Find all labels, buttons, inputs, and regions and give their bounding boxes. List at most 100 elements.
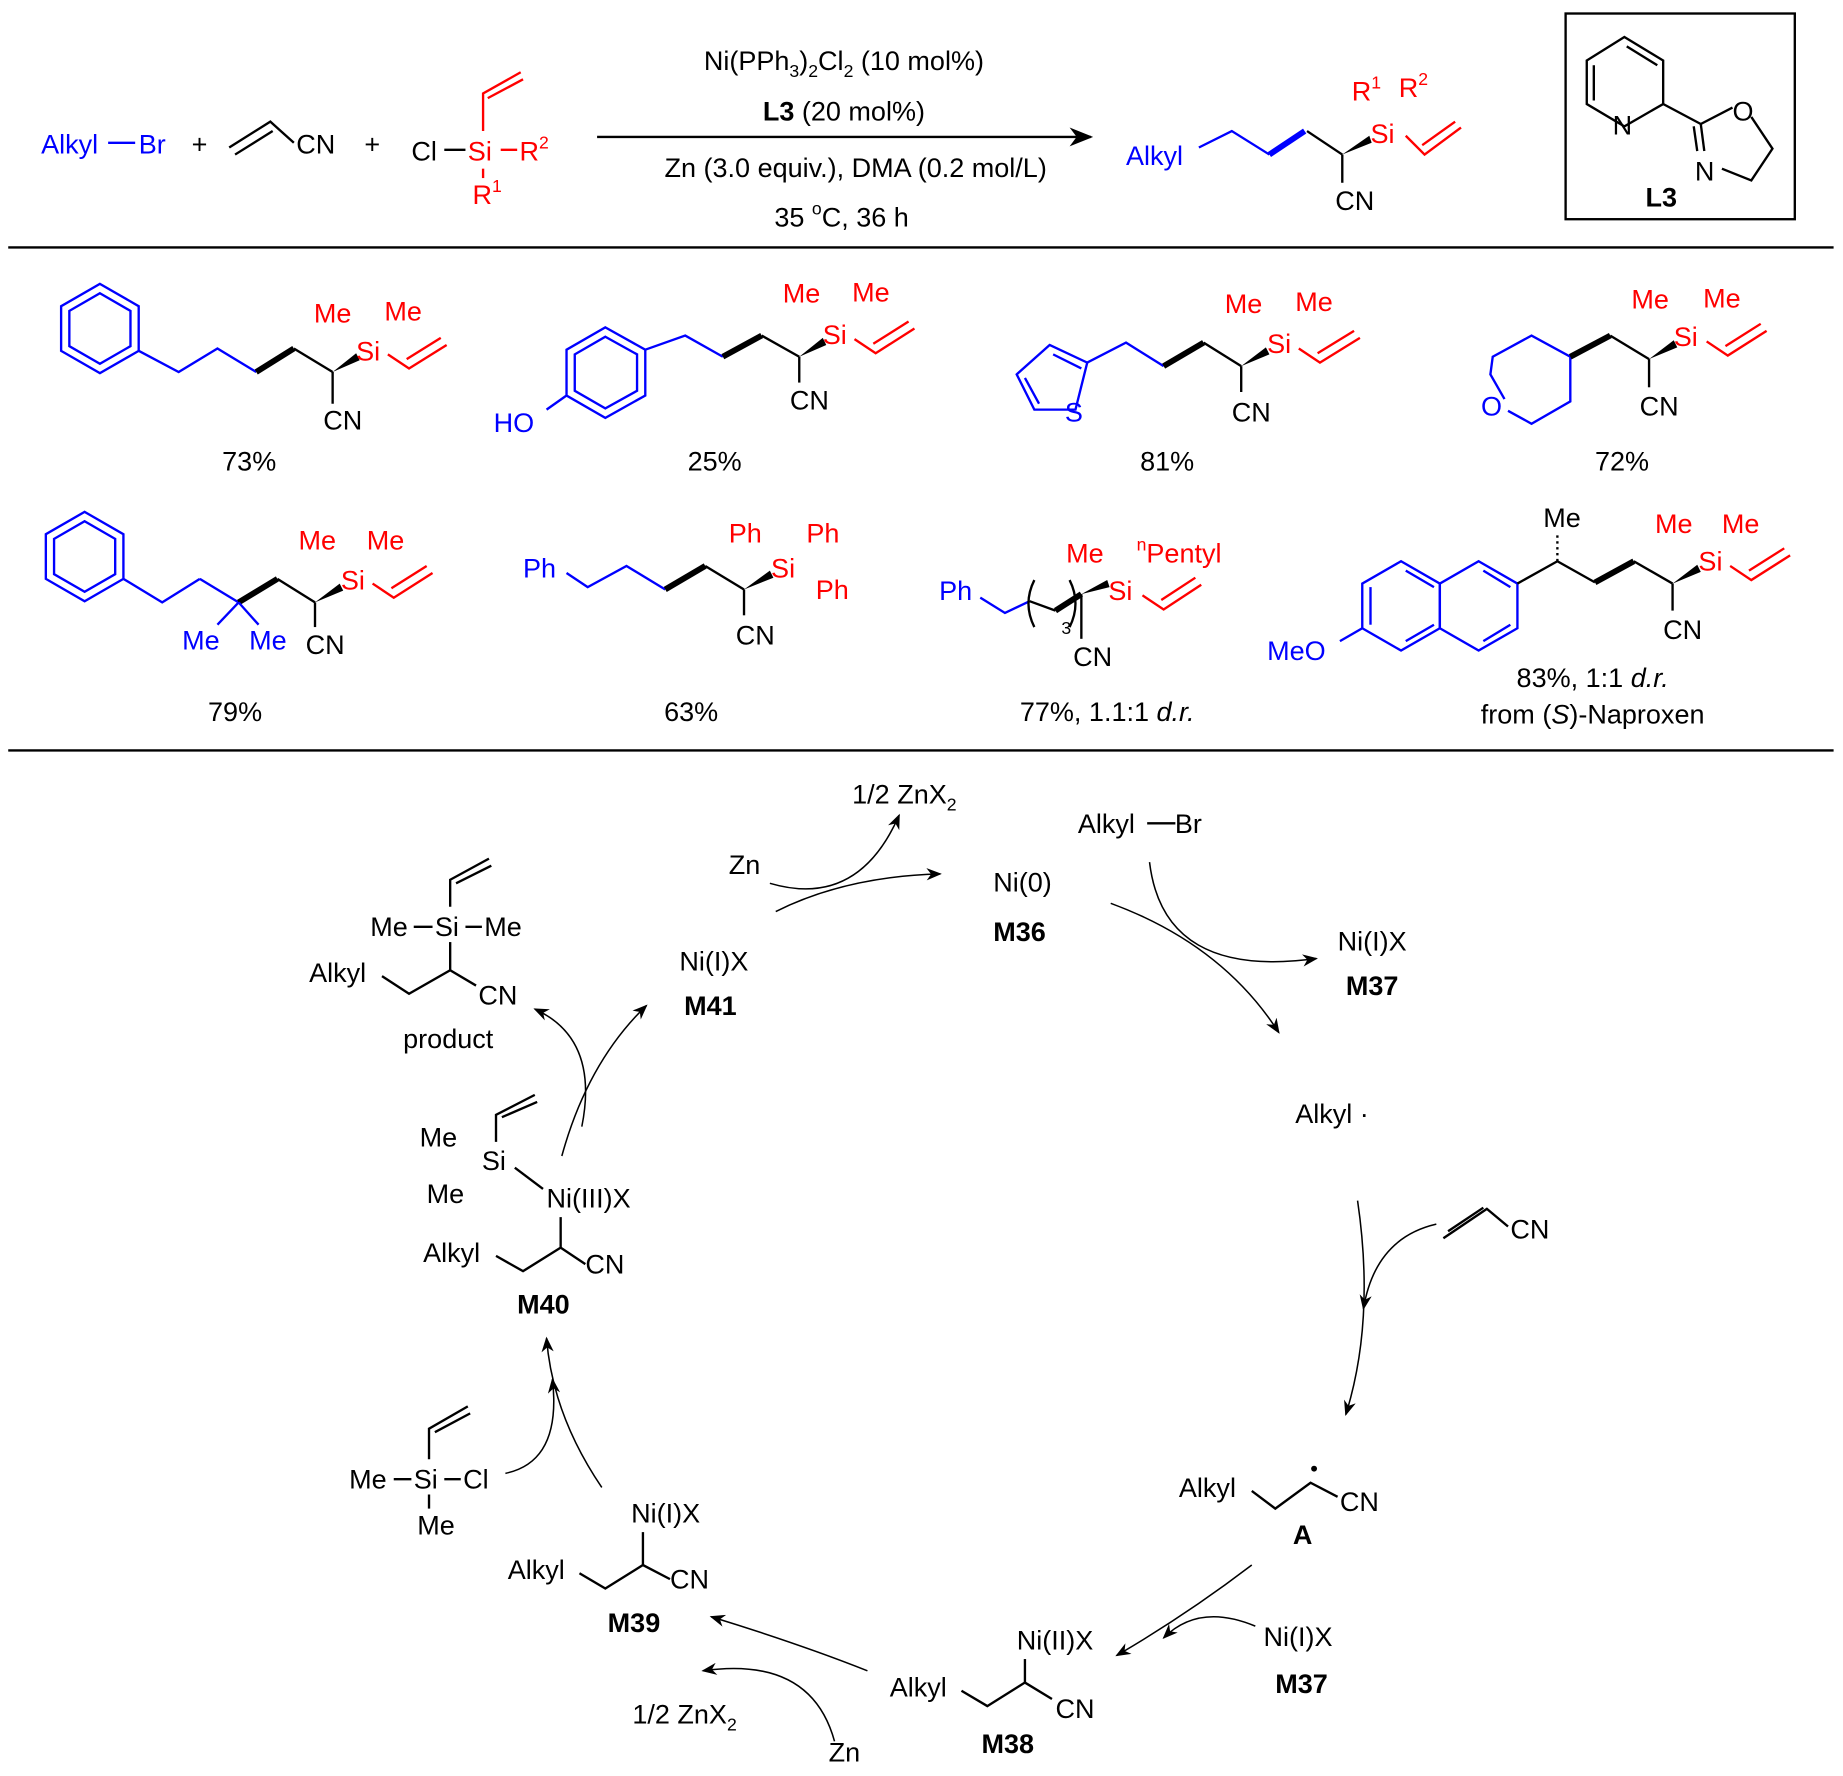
- temperature-time-text: 35 oC, 36 h: [774, 199, 908, 233]
- ligand-box: N O N L3: [1564, 12, 1796, 221]
- ph-label: Ph: [729, 518, 762, 548]
- cn-label: CN: [670, 1565, 709, 1595]
- cn-label: CN: [790, 386, 829, 416]
- n-label: N: [1695, 156, 1715, 186]
- meo-label: MeO: [1267, 636, 1326, 666]
- si-label: Si: [356, 336, 380, 366]
- cn-label: CN: [296, 129, 335, 159]
- me-label: Me: [249, 625, 287, 655]
- product-7: Ph 3 CN Si Me nPentyl 77%, 1.1:1 d.r.: [939, 535, 1221, 727]
- yield-label: 79%: [208, 697, 262, 727]
- product-1: CN Si Me Me 73%: [59, 282, 448, 477]
- znx2-byproduct: 1/2 ZnX2: [852, 779, 956, 814]
- me-label: Me: [1631, 285, 1669, 315]
- reactant-alkyl-bromide: Alkyl Br: [41, 129, 166, 159]
- product-6: Ph CN Si Ph Ph Ph 63%: [523, 518, 849, 727]
- subscript-3: 3: [1061, 618, 1071, 638]
- product-5: Me Me CN Si Me Me 79%: [44, 510, 434, 727]
- alkyl-label: Alkyl: [309, 958, 366, 988]
- reactant-chlorosilane: Cl Si R2 R1: [411, 71, 549, 210]
- si-label: Si: [435, 912, 459, 942]
- me-label: Me: [420, 1123, 458, 1153]
- cl-label: Cl: [463, 1465, 489, 1495]
- ligand-text: L3 (20 mol%): [763, 96, 925, 126]
- plus-sign: +: [364, 129, 380, 159]
- o-label: O: [1481, 391, 1502, 421]
- me-label: Me: [427, 1179, 465, 1209]
- ni0-species: Ni(0): [993, 868, 1052, 898]
- alkyl-label: Alkyl: [1179, 1473, 1236, 1503]
- ph-label: Ph: [806, 518, 839, 548]
- alkyl-label: Alkyl: [423, 1238, 480, 1268]
- si-label: Si: [468, 136, 492, 166]
- nii-species: Ni(I)X: [1338, 926, 1407, 956]
- cn-label: CN: [306, 630, 345, 660]
- me-label: Me: [1066, 538, 1104, 568]
- pentyl-label: nPentyl: [1137, 535, 1222, 569]
- me-label: Me: [484, 912, 522, 942]
- m37-label: M37: [1275, 1669, 1328, 1699]
- me-label: Me: [783, 279, 821, 309]
- r1-label: R1: [1352, 73, 1381, 107]
- plus-sign: +: [192, 129, 208, 159]
- cn-label: CN: [585, 1250, 624, 1280]
- me-label: Me: [1295, 287, 1333, 317]
- nii-species: Ni(I)X: [1264, 1622, 1333, 1652]
- nii-species: Ni(I)X: [679, 946, 748, 976]
- me-label: Me: [417, 1510, 455, 1540]
- catalyst-text: Ni(PPh3)2Cl2 (10 mol%): [704, 46, 984, 81]
- m38-label: M38: [981, 1729, 1034, 1759]
- si-label: Si: [1674, 322, 1698, 352]
- ph-label: Ph: [939, 576, 972, 606]
- me-label: Me: [182, 625, 220, 655]
- alkyl-radical: Alkyl ·: [1295, 1099, 1369, 1129]
- znx2-byproduct: 1/2 ZnX2: [632, 1700, 736, 1735]
- me-label: Me: [1655, 509, 1693, 539]
- yield-label: 25%: [688, 447, 742, 477]
- m39-label: M39: [608, 1608, 661, 1638]
- intermediate-a-label: A: [1293, 1520, 1313, 1550]
- niiii-species: Ni(III)X: [547, 1184, 631, 1214]
- ph-label: Ph: [816, 575, 849, 605]
- ho-label: HO: [494, 408, 535, 438]
- reaction-conditions: Ni(PPh3)2Cl2 (10 mol%) L3 (20 mol%) Zn (…: [664, 46, 1046, 232]
- yield-label: 72%: [1595, 447, 1649, 477]
- zn-reductant: Zn: [729, 850, 761, 880]
- cl-label: Cl: [411, 136, 437, 166]
- si-label: Si: [414, 1465, 438, 1495]
- me-label: Me: [367, 525, 405, 555]
- yield-label: 77%, 1.1:1 d.r.: [1020, 697, 1195, 727]
- si-label: Si: [1370, 119, 1394, 149]
- zn-reductant: Zn: [829, 1737, 861, 1767]
- m36-label: M36: [993, 917, 1046, 947]
- cn-label: CN: [1232, 397, 1271, 427]
- me-label: Me: [1225, 289, 1263, 319]
- si-label: Si: [482, 1146, 506, 1176]
- yield-label: 73%: [222, 447, 276, 477]
- product-label: product: [403, 1024, 494, 1054]
- n-label: N: [1613, 111, 1633, 141]
- niii-species: Ni(II)X: [1017, 1626, 1094, 1656]
- reductant-solvent-text: Zn (3.0 equiv.), DMA (0.2 mol/L): [664, 153, 1046, 183]
- me-label: Me: [852, 277, 890, 307]
- si-label: Si: [823, 320, 847, 350]
- product-8: MeO Me CN Si Me Me 83%, 1:1 d.r. from (S…: [1267, 503, 1791, 729]
- cn-label: CN: [1340, 1487, 1379, 1517]
- alkyl-label: Alkyl: [890, 1673, 947, 1703]
- o-label: O: [1733, 96, 1754, 126]
- reactant-acrylonitrile: CN: [228, 120, 335, 159]
- si-label: Si: [771, 554, 795, 584]
- r2-label: R2: [520, 133, 549, 167]
- cn-label: CN: [1335, 186, 1374, 216]
- product-3: S CN Si Me Me 81%: [1015, 287, 1361, 477]
- general-product: Alkyl CN Si R1 R2: [1126, 69, 1462, 216]
- yield-label: 63%: [664, 697, 718, 727]
- r2-label: R2: [1399, 69, 1428, 103]
- product-2: HO CN Si Me Me 25%: [494, 277, 916, 477]
- me-label: Me: [1722, 509, 1760, 539]
- me-label: Me: [384, 296, 422, 326]
- me-label: Me: [349, 1465, 387, 1495]
- cn-label: CN: [1663, 615, 1702, 645]
- cn-label: CN: [736, 621, 775, 651]
